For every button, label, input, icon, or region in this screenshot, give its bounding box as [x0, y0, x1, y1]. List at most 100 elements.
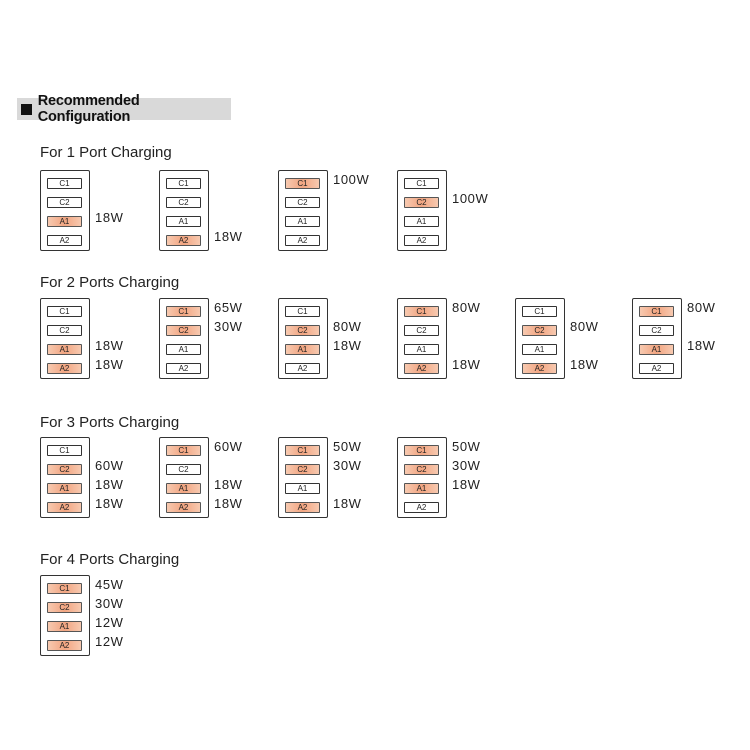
watt-label-c1: 80W — [687, 300, 716, 315]
port-c1: C1 — [285, 306, 320, 317]
port-c2: C2 — [47, 197, 82, 208]
port-a2: A2 — [47, 235, 82, 246]
watt-label-c2: 30W — [95, 596, 124, 611]
watt-label-a1: 18W — [95, 338, 124, 353]
port-a2: A2 — [47, 363, 82, 374]
watt-label-a1: 18W — [214, 477, 243, 492]
watt-label-a1: 18W — [687, 338, 716, 353]
port-a1: A1 — [404, 216, 439, 227]
group-title: For 1 Port Charging — [40, 144, 172, 161]
watt-label-c2: 30W — [333, 458, 362, 473]
port-c2: C2 — [47, 325, 82, 336]
port-a1: A1 — [47, 621, 82, 632]
port-a1: A1 — [166, 216, 201, 227]
port-a2: A2 — [285, 235, 320, 246]
port-a2: A2 — [47, 640, 82, 651]
port-a1: A1 — [47, 216, 82, 227]
port-a2: A2 — [166, 363, 201, 374]
port-c1: C1 — [47, 178, 82, 189]
watt-label-c1: 80W — [452, 300, 481, 315]
port-c1: C1 — [404, 445, 439, 456]
port-c1: C1 — [404, 178, 439, 189]
watt-label-c2: 100W — [452, 191, 489, 206]
watt-label-a1: 12W — [95, 615, 124, 630]
watt-label-c1: 60W — [214, 439, 243, 454]
group-title: For 3 Ports Charging — [40, 414, 180, 431]
port-a1: A1 — [166, 344, 201, 355]
port-a1: A1 — [47, 483, 82, 494]
watt-label-a2: 18W — [333, 496, 362, 511]
port-c2: C2 — [166, 464, 201, 475]
port-c1: C1 — [404, 306, 439, 317]
port-a1: A1 — [166, 483, 201, 494]
port-c2: C2 — [47, 602, 82, 613]
port-c1: C1 — [47, 583, 82, 594]
port-c1: C1 — [639, 306, 674, 317]
port-c2: C2 — [404, 464, 439, 475]
port-a2: A2 — [404, 235, 439, 246]
port-c2: C2 — [166, 197, 201, 208]
port-a2: A2 — [285, 363, 320, 374]
port-c2: C2 — [404, 325, 439, 336]
watt-label-c1: 50W — [333, 439, 362, 454]
port-a1: A1 — [522, 344, 557, 355]
square-bullet-icon — [21, 103, 32, 115]
section-header: Recommended Configuration — [17, 93, 231, 125]
port-c2: C2 — [47, 464, 82, 475]
port-c1: C1 — [166, 178, 201, 189]
port-c1: C1 — [522, 306, 557, 317]
port-c1: C1 — [285, 445, 320, 456]
port-a1: A1 — [404, 483, 439, 494]
port-c2: C2 — [166, 325, 201, 336]
port-a1: A1 — [404, 344, 439, 355]
port-c2: C2 — [285, 325, 320, 336]
watt-label-c2: 80W — [570, 319, 599, 334]
watt-label-a1: 18W — [95, 210, 124, 225]
group-title: For 2 Ports Charging — [40, 274, 180, 291]
port-a2: A2 — [639, 363, 674, 374]
watt-label-a1: 18W — [452, 477, 481, 492]
port-a2: A2 — [404, 502, 439, 513]
watt-label-a1: 18W — [333, 338, 362, 353]
group-title: For 4 Ports Charging — [40, 551, 180, 568]
port-a2: A2 — [522, 363, 557, 374]
watt-label-c1: 50W — [452, 439, 481, 454]
port-a1: A1 — [285, 483, 320, 494]
port-c2: C2 — [522, 325, 557, 336]
port-a2: A2 — [166, 502, 201, 513]
port-a1: A1 — [285, 216, 320, 227]
section-title: Recommended Configuration — [37, 93, 140, 125]
port-a2: A2 — [404, 363, 439, 374]
port-c1: C1 — [47, 445, 82, 456]
port-a1: A1 — [639, 344, 674, 355]
port-c1: C1 — [166, 445, 201, 456]
watt-label-a1: 18W — [95, 477, 124, 492]
port-a2: A2 — [47, 502, 82, 513]
watt-label-c1: 45W — [95, 577, 124, 592]
port-c1: C1 — [166, 306, 201, 317]
watt-label-c2: 80W — [333, 319, 362, 334]
port-a1: A1 — [285, 344, 320, 355]
watt-label-a2: 12W — [95, 634, 124, 649]
watt-label-c2: 30W — [452, 458, 481, 473]
watt-label-c2: 60W — [95, 458, 124, 473]
port-c2: C2 — [285, 464, 320, 475]
watt-label-a2: 18W — [95, 496, 124, 511]
watt-label-a2: 18W — [570, 357, 599, 372]
watt-label-a2: 18W — [214, 496, 243, 511]
watt-label-c1: 100W — [333, 172, 370, 187]
